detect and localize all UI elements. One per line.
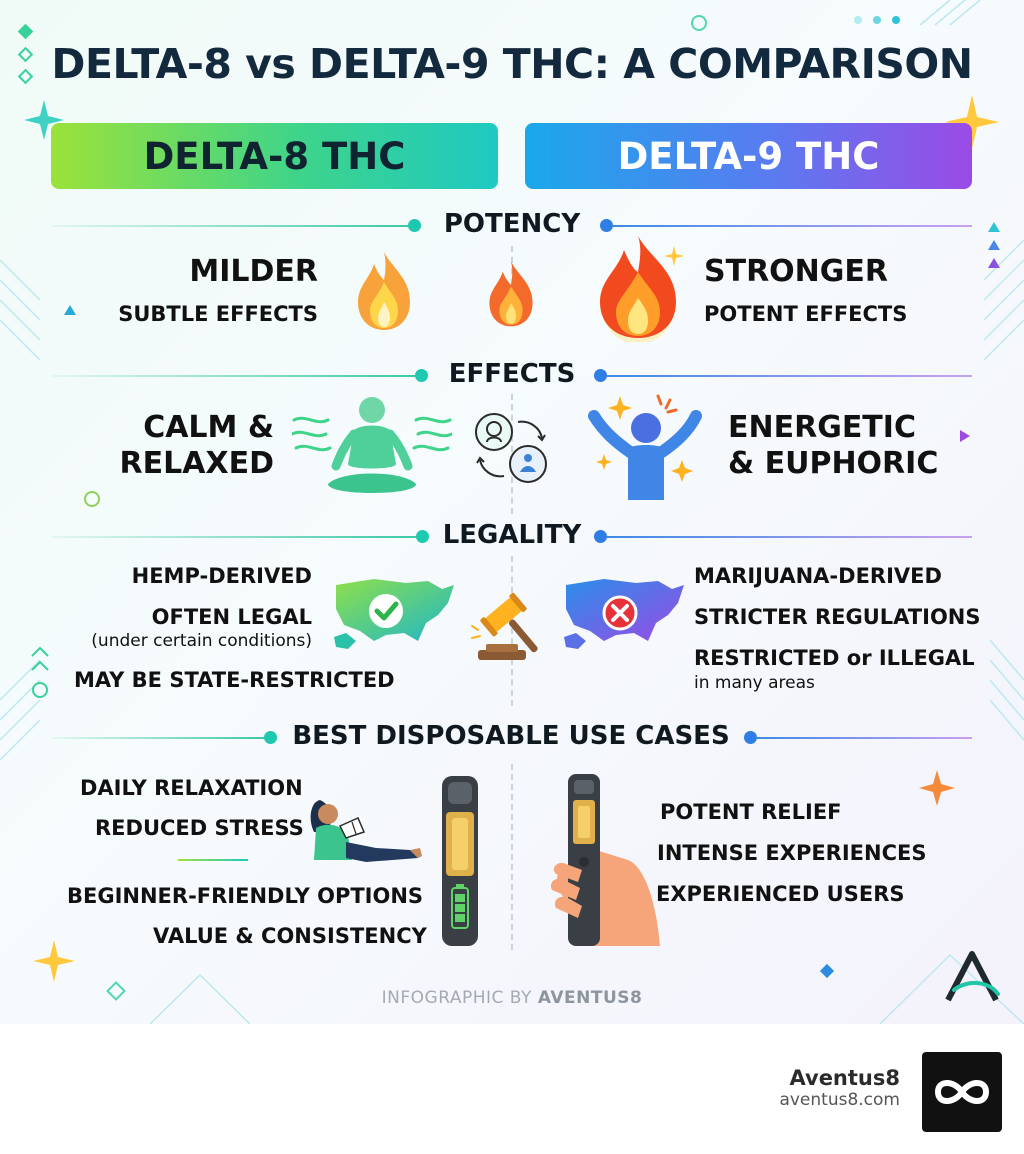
use-case-right-2: INTENSE EXPERIENCES [657, 841, 927, 865]
infographic-credit: INFOGRAPHIC BY AVENTUS8 [0, 988, 1024, 1008]
hand-holding-vape-icon [550, 774, 660, 946]
center-divider [511, 246, 513, 296]
use-case-right-1: POTENT RELIEF [660, 800, 842, 824]
meditation-figure-icon [292, 397, 452, 493]
center-divider [511, 764, 513, 950]
use-cases-heading: BEST DISPOSABLE USE CASES [292, 721, 730, 751]
section-dot [594, 530, 607, 543]
delta-9-banner: DELTA-9 THC [525, 123, 972, 189]
effects-left-line1: CALM & [143, 410, 274, 445]
section-dot [408, 219, 421, 232]
infographic-poster: DELTA-8 vs DELTA-9 THC: A COMPARISON DEL… [0, 0, 1024, 1024]
legality-left-line3: MAY BE STATE-RESTRICTED [74, 668, 395, 692]
credit-brand: AVENTUS8 [537, 988, 643, 1008]
gavel-icon [471, 592, 538, 660]
flame-small-icon [358, 252, 410, 330]
energetic-figure-icon [588, 394, 702, 500]
page-title: DELTA-8 vs DELTA-9 THC: A COMPARISON [51, 40, 973, 88]
use-case-left-2: REDUCED STRESS [95, 816, 304, 840]
use-case-separator [178, 859, 248, 861]
disposable-vape-icon [442, 776, 478, 946]
section-dot [600, 219, 613, 232]
legality-right-line3: RESTRICTED or ILLEGAL [694, 646, 975, 670]
effects-right-line2: & EUPHORIC [728, 446, 939, 481]
legality-right-line2: STRICTER REGULATIONS [694, 605, 981, 629]
use-case-right-3: EXPERIENCED USERS [656, 882, 905, 906]
section-rule-left [52, 536, 416, 538]
use-case-left-1: DAILY RELAXATION [80, 776, 303, 800]
section-rule-left [52, 737, 264, 739]
delta-8-banner: DELTA-8 THC [51, 123, 498, 189]
potency-heading: POTENCY [443, 209, 581, 239]
effects-heading: EFFECTS [448, 359, 576, 389]
section-rule-right [757, 737, 972, 739]
potency-right-title: STRONGER [704, 254, 888, 289]
footer-brand-name: Aventus8 [789, 1066, 901, 1090]
usa-map-x-icon [564, 579, 684, 649]
section-rule-right [607, 375, 972, 377]
aventus8-logo-mark [945, 951, 1000, 1002]
legality-heading: LEGALITY [442, 520, 582, 550]
section-rule-left [52, 225, 408, 227]
decorative-background-shapes [0, 0, 1024, 1024]
effects-left-line2: RELAXED [119, 446, 274, 481]
section-rule-right [613, 225, 972, 227]
footer-brand-url[interactable]: aventus8.com [779, 1090, 900, 1110]
center-divider [511, 556, 513, 706]
legality-left-line1: HEMP-DERIVED [131, 564, 312, 588]
flame-large-icon [600, 236, 684, 342]
section-dot [416, 530, 429, 543]
effects-right-line1: ENERGETIC [728, 410, 916, 445]
potency-right-subtitle: POTENT EFFECTS [704, 302, 908, 326]
mind-body-cycle-icon [475, 413, 547, 483]
section-dot [744, 731, 757, 744]
use-case-left-4: VALUE & CONSISTENCY [153, 924, 427, 948]
footer-logo[interactable] [922, 1052, 1002, 1132]
legality-left-line2: OFTEN LEGAL [151, 605, 312, 629]
footer-brand: Aventus8 aventus8.com [779, 1066, 900, 1110]
section-dot [264, 731, 277, 744]
legality-right-line1: MARIJUANA-DERIVED [694, 564, 942, 588]
legality-left-note: (under certain conditions) [91, 631, 312, 651]
section-rule-left [52, 375, 415, 377]
reading-person-icon [310, 800, 422, 862]
credit-prefix: INFOGRAPHIC BY [381, 988, 532, 1008]
flame-medium-icon [489, 261, 533, 327]
potency-left-subtitle: SUBTLE EFFECTS [118, 302, 318, 326]
use-case-left-3: BEGINNER-FRIENDLY OPTIONS [67, 884, 424, 908]
section-rule-right [607, 536, 972, 538]
section-dot [415, 369, 428, 382]
infinity-icon [934, 1080, 990, 1104]
section-dot [594, 369, 607, 382]
usa-map-check-icon [334, 579, 454, 649]
potency-left-title: MILDER [189, 254, 318, 289]
legality-right-note: in many areas [694, 673, 815, 693]
